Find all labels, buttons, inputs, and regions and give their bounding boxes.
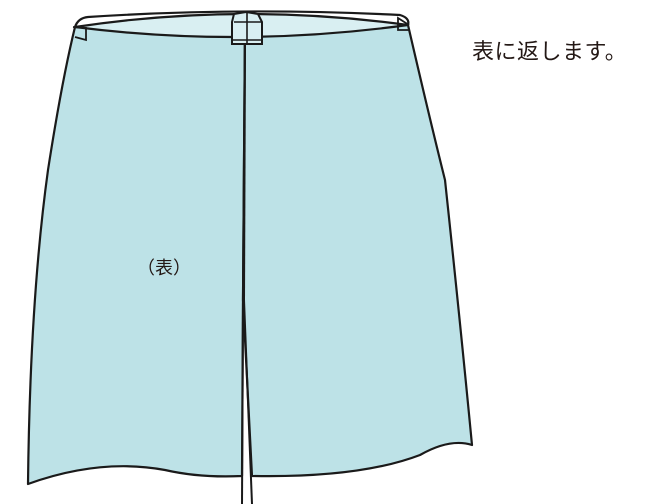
- right-panel: [241, 21, 474, 478]
- center-tab-fold: [232, 12, 262, 44]
- instruction-text: 表に返します。: [472, 40, 628, 65]
- center-seam: [243, 43, 246, 301]
- left-side-tab: [72, 26, 87, 42]
- right-side-tab: [397, 16, 410, 31]
- slit-line-left: [241, 299, 244, 504]
- slit-line-right: [243, 299, 253, 504]
- waistband-top-edge: [73, 10, 410, 28]
- right-side-label: （表）: [137, 258, 191, 279]
